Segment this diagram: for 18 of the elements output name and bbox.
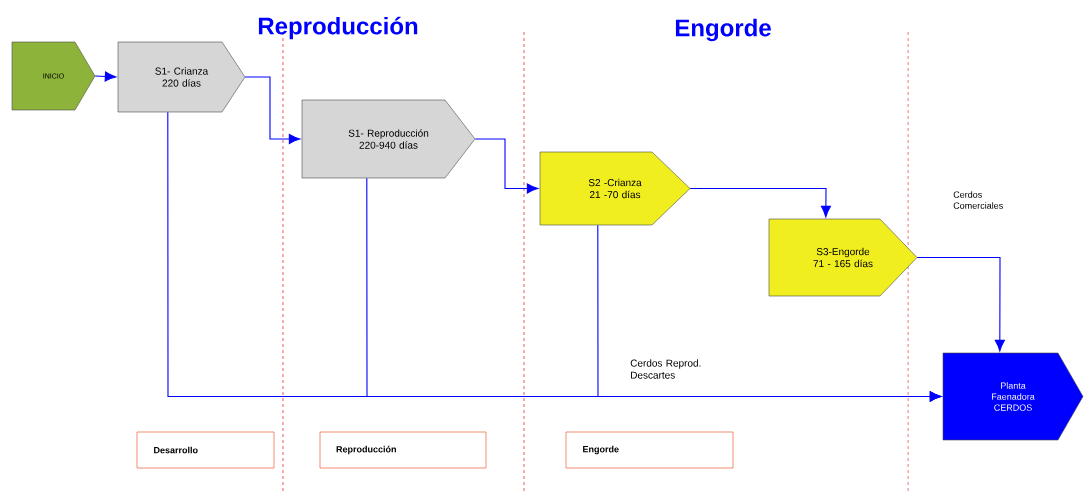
arrow: [916, 256, 1005, 352]
arrow: [597, 224, 942, 402]
process-arrow-box: Planta Faenadora CERDOS: [942, 352, 1084, 441]
process-arrow-box: S3-Engorde 71 - 165 días: [768, 218, 918, 297]
flow-label: Cerdos Comerciales: [953, 191, 1003, 209]
arrow: [94, 71, 117, 82]
process-arrow-box: S1- Reproducción 220-940 días: [301, 99, 476, 179]
flow-label: Cerdos Reprod. Descartes: [630, 359, 701, 379]
process-arrow-box: S2 -Crianza 21 -70 días: [539, 151, 691, 226]
section-heading: Engorde: [675, 18, 771, 42]
arrow: [474, 138, 539, 194]
stage-box: Desarrollo: [136, 431, 275, 469]
process-arrow-box: S1- Crianza 220 días: [117, 41, 246, 113]
arrow: [244, 76, 301, 145]
stage-box: Reproducción: [319, 431, 487, 469]
section-heading: Reproducción: [258, 16, 418, 40]
arrow: [689, 187, 831, 218]
stage-box: Engorde: [565, 431, 734, 469]
